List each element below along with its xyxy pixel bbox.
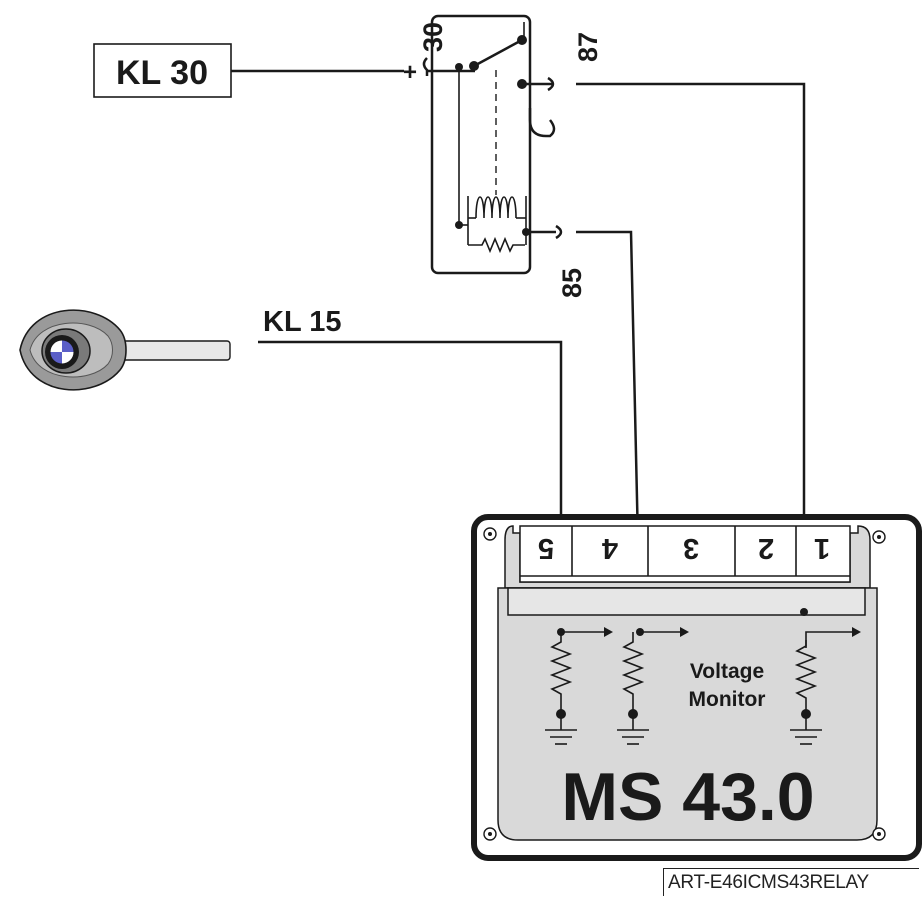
ecu-connector [519,525,851,583]
relay: 30 87 85 [418,14,603,298]
plus-sign: + [403,59,417,86]
pin85-label: 85 [557,268,587,298]
kl30-label: KL 30 [116,54,208,92]
pin30-terminal-icon [422,57,429,76]
bmw-key-icon [19,309,231,391]
ground-symbol-icon [617,714,649,745]
relay-switch-arm [473,38,523,68]
voltage-monitor-label-line1: Voltage [690,660,764,683]
pin85-terminal-icon [555,224,563,240]
pin87a-terminal-icon [528,108,556,138]
voltage-monitor-label-line2: Monitor [689,688,766,711]
wire-pin87-to-ecu-pin1 [576,82,806,612]
ecu-module: 5 4 3 2 1 [471,514,922,861]
connector-pin-3: 3 [683,532,699,564]
ground-symbol-icon [790,714,822,745]
pin87-label: 87 [573,32,603,62]
kl15-label: KL 15 [263,306,341,338]
coil-icon [475,196,517,219]
art-code-label: ART-E46ICMS43RELAY [663,868,919,896]
connector-pin-4: 4 [602,532,618,564]
ground-symbol-icon [545,714,577,745]
wire-pin85-to-ecu-pin4 [576,230,642,633]
pin30-label: 30 [418,22,448,52]
relay-housing [430,14,532,275]
input-circuit-kl15 [545,627,613,745]
mounting-screw-icon [483,527,886,841]
ecu-connector-bar [507,587,866,616]
resistor-icon [468,236,525,254]
ecu-name: MS 43.0 [561,759,814,835]
connector-pin-2: 2 [758,532,774,564]
connector-pin-1: 1 [814,532,830,564]
pin87-terminal-icon [547,76,555,92]
input-circuit-relay-87 [790,608,861,745]
kl30-terminal-box: KL 30 [93,43,232,98]
connector-pin-5: 5 [538,532,554,564]
ecu-inner-panel [497,587,878,841]
input-circuit-relay-85 [617,627,689,745]
